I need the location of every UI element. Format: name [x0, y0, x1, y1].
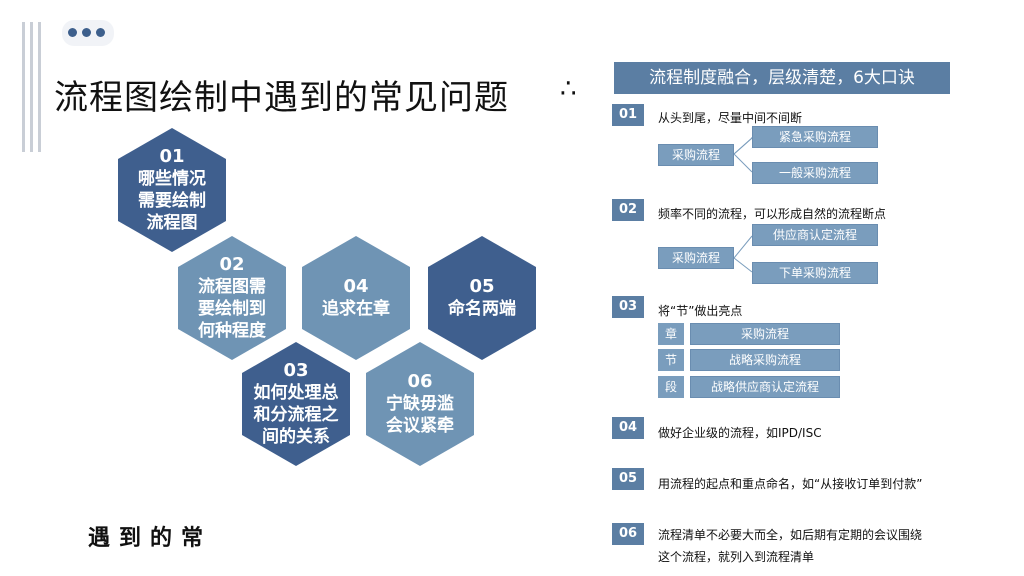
hexagon-text: 追求在章 — [322, 299, 390, 319]
decor-line — [22, 22, 25, 152]
panel-header: 流程制度融合，层级清楚，6大口诀 — [614, 62, 950, 94]
diagram2-child-1: 供应商认定流程 — [752, 224, 878, 246]
hexagon-number: 04 — [343, 276, 369, 297]
page-title: 流程图绘制中遇到的常见问题 — [54, 78, 509, 118]
hexagon-number: 05 — [469, 276, 495, 297]
hexagon-01: 01 哪些情况 需要绘制 流程图 — [118, 128, 226, 252]
level-label: 节 — [658, 349, 684, 371]
level-value: 战略采购流程 — [690, 349, 840, 371]
item-number: 02 — [612, 199, 644, 221]
hexagon-text: 流程图需 要绘制到 何种程度 — [198, 277, 266, 341]
item-number: 04 — [612, 417, 644, 439]
item-text: 流程清单不必要大而全，如后期有定期的会议围绕 — [658, 528, 923, 542]
dots-icon — [62, 20, 114, 46]
diagram1-child-2: 一般采购流程 — [752, 162, 878, 184]
therefore-icon: ∴ — [560, 74, 577, 104]
diagram2-root: 采购流程 — [658, 247, 734, 269]
item-text: 做好企业级的流程，如IPD/ISC — [658, 426, 822, 440]
level-value: 采购流程 — [690, 323, 840, 345]
item-text: 从头到尾，尽量中间不间断 — [658, 111, 803, 125]
item-text: 将“节”做出亮点 — [658, 304, 743, 318]
hexagon-number: 01 — [159, 146, 185, 167]
level-label: 章 — [658, 323, 684, 345]
decor-line — [30, 22, 33, 152]
caption-text: 遇到的常 — [88, 526, 213, 551]
diagram1-root: 采购流程 — [658, 144, 734, 166]
hexagon-text: 哪些情况 需要绘制 流程图 — [138, 169, 206, 233]
item-text: 频率不同的流程，可以形成自然的流程断点 — [658, 207, 887, 221]
hexagon-text: 宁缺毋滥 会议紧牵 — [386, 394, 454, 436]
item-number: 05 — [612, 468, 644, 490]
level-value: 战略供应商认定流程 — [690, 376, 840, 398]
level-label: 段 — [658, 376, 684, 398]
diagram2-child-2: 下单采购流程 — [752, 262, 878, 284]
item-text: 用流程的起点和重点命名，如“从接收订单到付款” — [658, 477, 923, 491]
decor-line — [38, 22, 41, 152]
item-number: 06 — [612, 523, 644, 545]
hexagon-text: 如何处理总 和分流程之 间的关系 — [253, 383, 339, 447]
item-number: 01 — [612, 104, 644, 126]
hexagon-number: 03 — [283, 360, 309, 381]
item-text-line2: 这个流程，就列入到流程清单 — [658, 550, 815, 564]
item-number: 03 — [612, 296, 644, 318]
hexagon-number: 02 — [219, 254, 245, 275]
hexagon-text: 命名两端 — [448, 299, 516, 319]
hexagon-number: 06 — [407, 371, 433, 392]
diagram1-child-1: 紧急采购流程 — [752, 126, 878, 148]
